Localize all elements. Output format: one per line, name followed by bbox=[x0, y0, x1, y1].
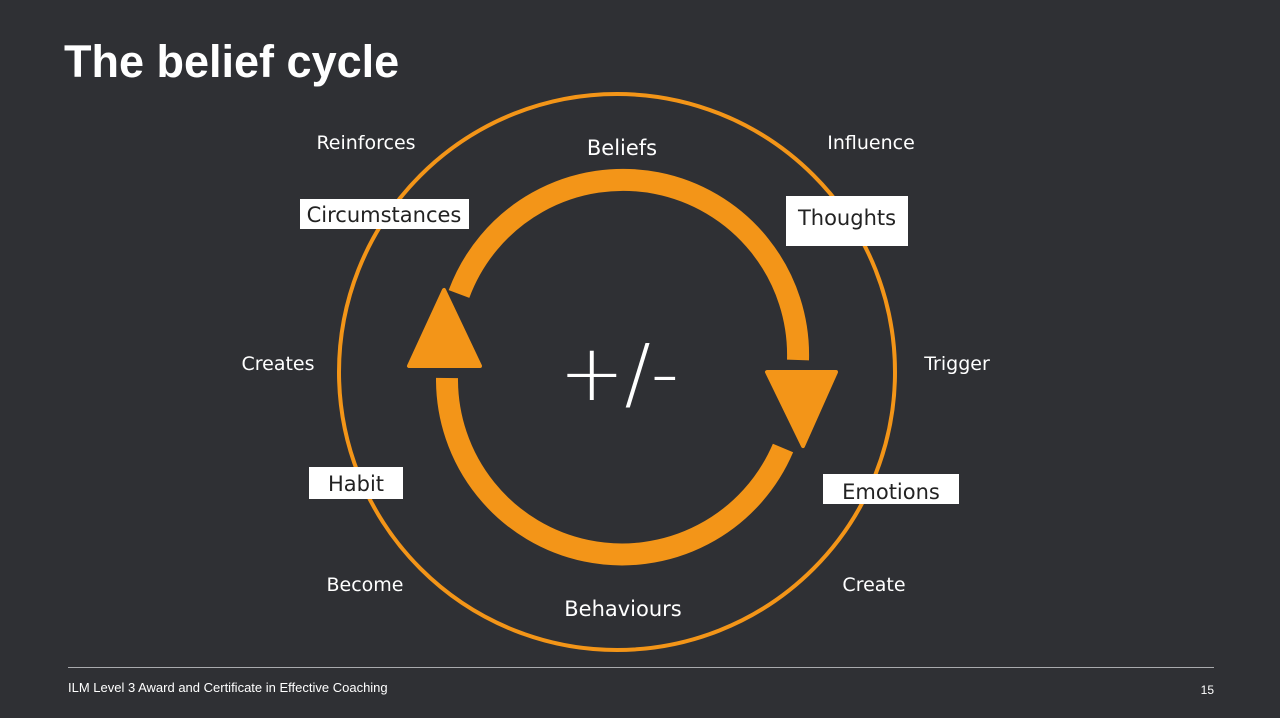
slide-title: The belief cycle bbox=[64, 36, 400, 87]
box-circumstances-label: Circumstances bbox=[307, 203, 462, 227]
cycle-arrowhead-down-icon bbox=[765, 370, 838, 448]
connector-influence: Influence bbox=[827, 132, 915, 154]
box-habit-label: Habit bbox=[328, 472, 384, 496]
connector-become: Become bbox=[327, 574, 404, 596]
stage-beliefs: Beliefs bbox=[587, 136, 657, 160]
center-symbol: +/- bbox=[559, 329, 679, 419]
footer-text: ILM Level 3 Award and Certificate in Eff… bbox=[68, 680, 388, 695]
connector-trigger: Trigger bbox=[923, 353, 990, 375]
outer-ring bbox=[337, 92, 897, 652]
box-emotions-label: Emotions bbox=[842, 480, 940, 504]
box-thoughts: Thoughts bbox=[786, 196, 908, 246]
cycle-arrowhead-up-icon bbox=[407, 288, 482, 368]
box-habit: Habit bbox=[309, 467, 403, 499]
inner-cycle-arc-left bbox=[435, 377, 794, 566]
footer-divider bbox=[68, 667, 1214, 668]
connector-create: Create bbox=[842, 574, 905, 596]
inner-cycle-arc-right bbox=[448, 168, 810, 361]
box-emotions: Emotions bbox=[823, 474, 959, 504]
box-circumstances: Circumstances bbox=[300, 199, 469, 229]
connector-reinforces: Reinforces bbox=[316, 132, 415, 154]
stage-behaviours: Behaviours bbox=[564, 597, 682, 621]
page-number: 15 bbox=[1200, 683, 1214, 697]
connector-creates: Creates bbox=[241, 353, 314, 375]
box-thoughts-label: Thoughts bbox=[797, 206, 896, 230]
